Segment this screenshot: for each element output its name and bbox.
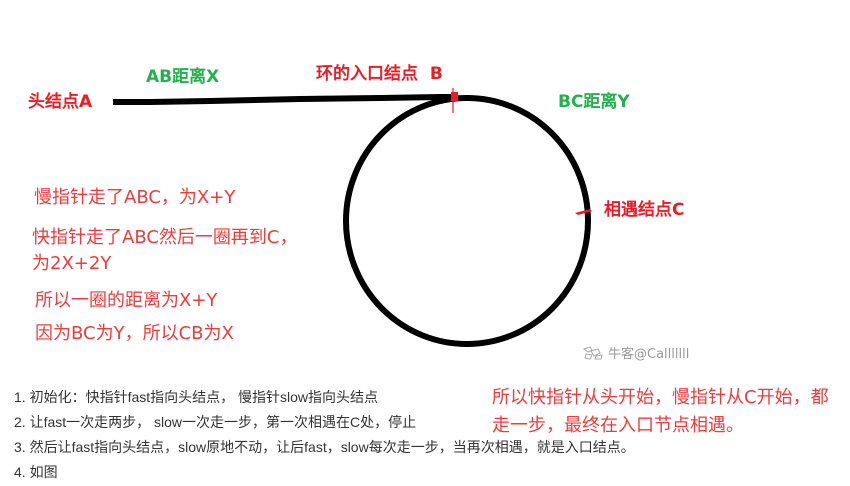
steps-list: 1. 初始化：快指针fast指向头结点， 慢指针slow指向头结点 2. 让fa… (14, 386, 635, 486)
diagram-canvas: 头结点A AB距离X 环的入口结点 B BC距离Y 相遇结点C 慢指针走了ABC… (14, 64, 829, 481)
slow-pointer-note: 慢指针走了ABC，为X+Y (34, 187, 236, 208)
watermark: 牛客@Calllllll (582, 343, 689, 362)
node-c-marker (575, 209, 592, 215)
nowcoder-logo-icon (582, 345, 603, 360)
step-item: 3. 然后让fast指向头结点，slow原地不动，让后fast，slow每次走一… (14, 439, 635, 455)
step-item: 2. 让fast一次走两步， slow一次走一步，第一次相遇在C处，停止 (14, 414, 417, 430)
meeting-node-label: 相遇结点C (604, 200, 685, 220)
loop-entry-label: 环的入口结点 B (316, 64, 443, 84)
loop-circle (343, 95, 591, 347)
cb-distance-note: 因为BC为Y，所以CB为X (35, 323, 234, 344)
conclusion-note: 所以快指针从头开始，慢指针从C开始，都走一步，最终在入口节点相遇。 (492, 387, 829, 436)
fast-pointer-note-line1: 快指针走了ABC然后一圈再到C， (32, 227, 298, 248)
head-node-label: 头结点A (28, 92, 93, 112)
step-item: 1. 初始化：快指针fast指向头结点， 慢指针slow指向头结点 (14, 389, 379, 405)
fast-pointer-note-line2: 为2X+2Y (32, 253, 112, 274)
linked-list-cycle-drawing (113, 88, 592, 347)
node-b-marker (451, 88, 458, 113)
step-item: 4. 如图 (14, 464, 58, 480)
loop-length-note: 所以一圈的距离为X+Y (35, 290, 218, 311)
ab-line (113, 94, 455, 105)
bc-distance-label: BC距离Y (558, 92, 630, 112)
ab-distance-label: AB距离X (146, 67, 220, 87)
watermark-text: 牛客@Calllllll (608, 347, 690, 362)
